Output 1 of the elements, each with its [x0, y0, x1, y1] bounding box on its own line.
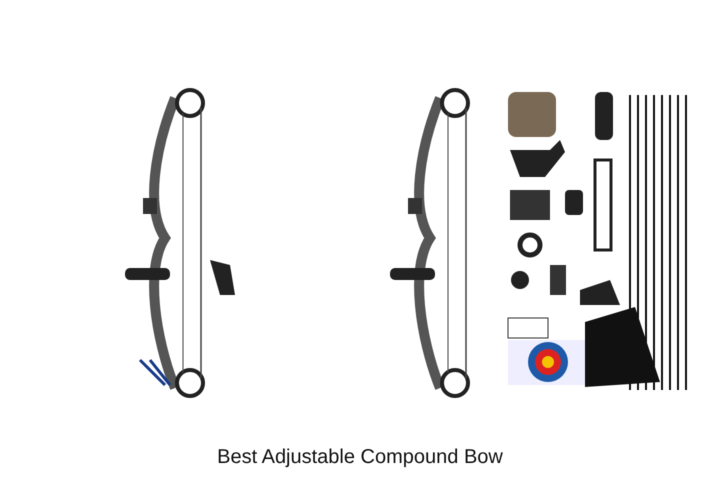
caption: Best Adjustable Compound Bow: [217, 446, 503, 469]
